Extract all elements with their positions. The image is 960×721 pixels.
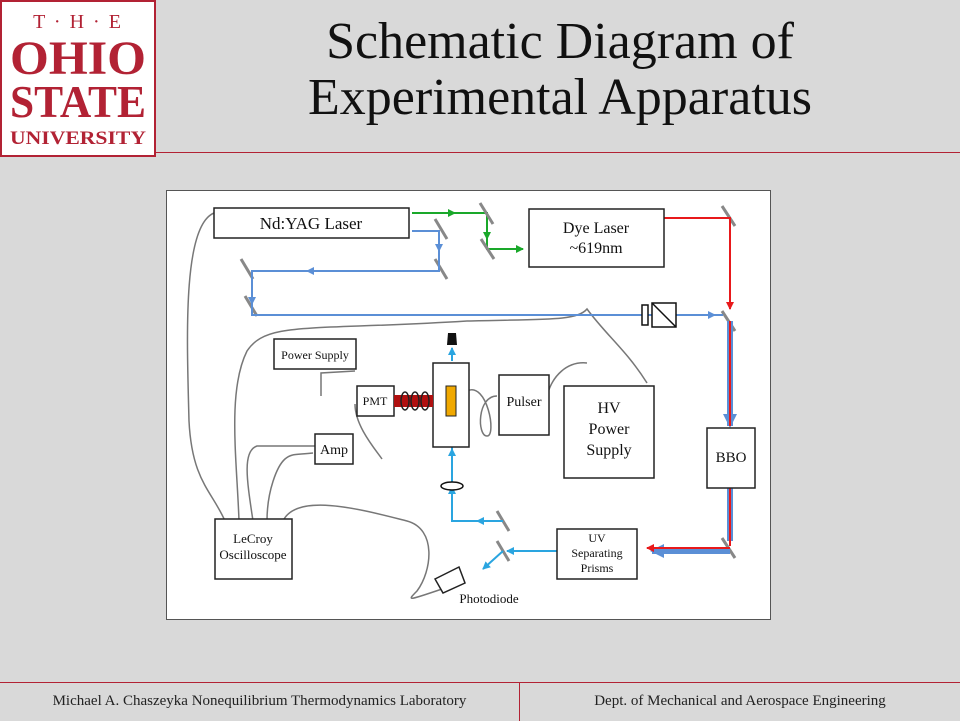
logo-ohio: OHIO	[10, 32, 146, 85]
nd-yag-laser-box	[213, 207, 410, 239]
header-bar	[0, 0, 960, 153]
logo-university: UNIVERSITY	[10, 128, 146, 149]
logo-the: T · H · E	[33, 11, 123, 33]
title-line-2: Experimental Apparatus	[308, 69, 812, 126]
osu-logo: T · H · E OHIO STATE UNIVERSITY	[0, 0, 156, 157]
label-amp: Amp	[320, 443, 348, 458]
polarizer-optics	[641, 302, 677, 328]
label-pmt: PMT	[363, 394, 388, 408]
lens	[440, 481, 464, 491]
footer-dept: Dept. of Mechanical and Aerospace Engine…	[594, 693, 886, 709]
label-lecroy: LeCroy	[233, 531, 273, 546]
amp-box	[314, 433, 354, 465]
photodiode-icon	[433, 565, 466, 594]
page-title: Schematic Diagram of Experimental Appara…	[170, 14, 950, 126]
footer-lab: Michael A. Chaszeyka Nonequilibrium Ther…	[0, 683, 520, 721]
hv-power-supply-box	[563, 385, 655, 479]
pmt-window	[394, 391, 433, 411]
schematic-diagram: Nd:YAG Laser Dye Laser ~619nm Power Supp…	[166, 190, 771, 620]
title-line-1: Schematic Diagram of	[326, 13, 794, 70]
label-prisms: Prisms	[581, 561, 614, 575]
label-nd-yag: Nd:YAG Laser	[260, 214, 363, 233]
label-dye-laser: Dye Laser	[563, 220, 630, 237]
footer-bar: Michael A. Chaszeyka Nonequilibrium Ther…	[0, 682, 960, 721]
cables	[186, 212, 648, 599]
label-hv-power: Power	[589, 421, 631, 438]
label-power-supply: Power Supply	[281, 348, 349, 362]
lecroy-oscilloscope-box	[214, 518, 293, 580]
bbo-box	[706, 427, 756, 489]
pulser-box	[498, 374, 550, 436]
logo-state: STATE	[10, 76, 146, 127]
red-beam	[646, 217, 734, 552]
beam-dump	[447, 333, 457, 345]
label-dye-wavelength: ~619nm	[569, 240, 623, 257]
label-bbo: BBO	[716, 450, 747, 466]
label-separating: Separating	[571, 546, 622, 560]
label-uv: UV	[588, 531, 606, 545]
label-photodiode: Photodiode	[459, 591, 518, 606]
label-hv-supply: Supply	[586, 442, 631, 459]
dye-laser-box	[528, 208, 665, 268]
cell-sample	[445, 385, 457, 417]
label-oscilloscope: Oscilloscope	[219, 547, 286, 562]
label-hv: HV	[597, 400, 621, 417]
blue-beam	[248, 230, 737, 558]
green-beam	[412, 209, 524, 253]
power-supply-box	[273, 338, 357, 370]
pmt-box	[356, 385, 395, 417]
uv-separating-prisms-box	[556, 528, 638, 580]
label-pulser: Pulser	[507, 395, 542, 410]
